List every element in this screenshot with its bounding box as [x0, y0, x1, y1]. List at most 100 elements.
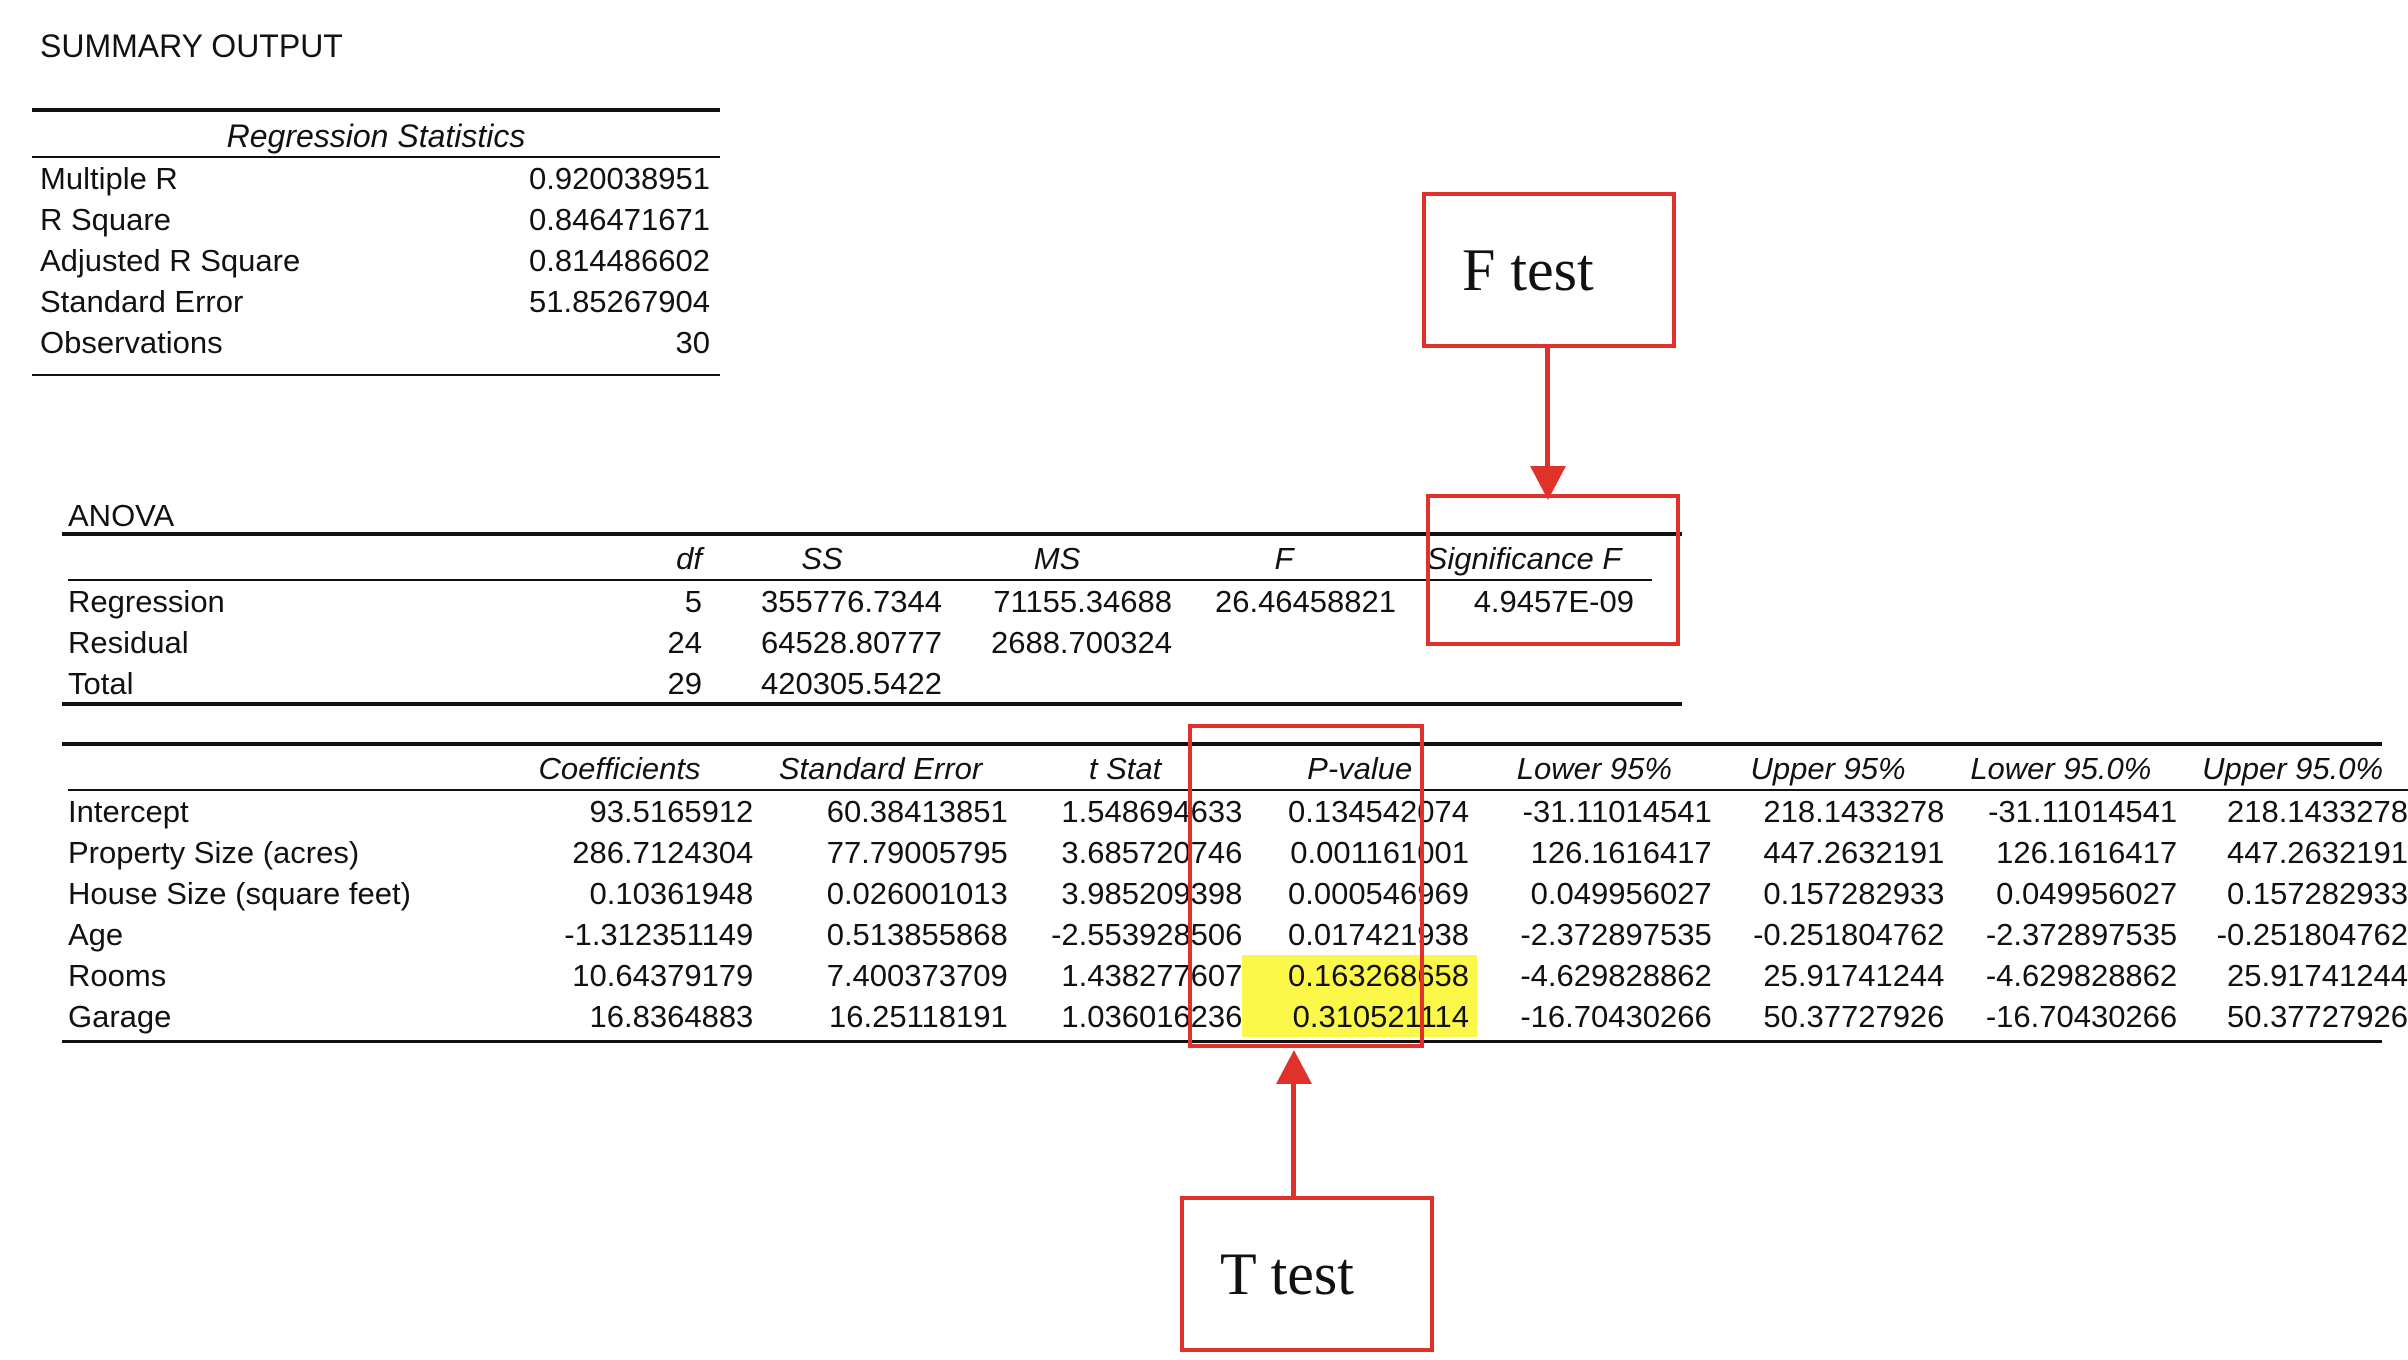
anova-title: ANOVA	[68, 498, 175, 533]
coef-header: Upper 95%	[1750, 750, 1906, 786]
coef-cell: -0.251804762	[2216, 916, 2408, 952]
coef-cell: 3.685720746	[1061, 834, 1243, 870]
coef-cell: 50.37727926	[2226, 998, 2408, 1034]
coef-header: Standard Error	[778, 750, 983, 786]
anova-header-row: df SS MS F Significance F	[68, 538, 1652, 580]
anova-cell: 2688.700324	[990, 624, 1172, 660]
coef-header: P-value	[1307, 750, 1413, 786]
p-value-highlight-box	[1188, 724, 1424, 1048]
anova-cell: 5	[684, 583, 702, 619]
p-value-cell: 0.134542074	[1287, 793, 1470, 829]
coef-cell: 0.157282933	[1763, 875, 1945, 911]
reg-stats-bottom-rule	[32, 374, 720, 376]
p-value-cell-highlighted: 0.310521114	[1242, 996, 1478, 1037]
reg-stats-header: Regression Statistics	[226, 118, 526, 154]
coef-cell: -4.629828862	[1520, 957, 1712, 993]
coef-cell: -31.11014541	[1522, 793, 1712, 829]
coef-cell: 25.91741244	[1763, 957, 1945, 993]
reg-stat-value: 0.920038951	[528, 160, 710, 196]
table-row: Residual 24 64528.80777 2688.700324	[68, 622, 1652, 663]
reg-stat-label: R Square	[40, 201, 171, 237]
p-value-cell: 0.001161001	[1290, 834, 1470, 870]
table-row: Garage 16.8364883 16.25118191 1.03601623…	[68, 996, 2408, 1037]
table-row: Total 29 420305.5422	[68, 663, 1652, 704]
reg-stat-value: 0.814486602	[528, 242, 710, 278]
coef-cell: 10.64379179	[572, 957, 754, 993]
anova-cell: Total	[68, 665, 134, 701]
reg-stats-table: Multiple R 0.920038951 R Square 0.846471…	[40, 158, 710, 363]
coef-cell: 60.38413851	[826, 793, 1008, 829]
coef-cell: -4.629828862	[1985, 957, 2178, 993]
p-value-cell: 0.000546969	[1287, 875, 1470, 911]
f-test-arrow-head-icon	[1530, 466, 1566, 500]
coef-top-rule	[62, 742, 2382, 746]
coef-cell: -2.372897535	[1985, 916, 2178, 952]
coef-cell: -0.251804762	[1753, 916, 1945, 952]
reg-stat-label: Standard Error	[40, 283, 244, 319]
coef-cell: 218.1433278	[2226, 793, 2408, 829]
coef-cell: Intercept	[68, 793, 189, 829]
coef-cell: Garage	[68, 998, 172, 1034]
anova-cell: 24	[667, 624, 702, 660]
anova-cell: 26.46458821	[1214, 583, 1396, 619]
reg-stats-top-rule	[32, 108, 720, 112]
table-row: Adjusted R Square 0.814486602	[40, 240, 710, 281]
coef-header-row: Coefficients Standard Error t Stat P-val…	[68, 748, 2408, 790]
coef-header: Coefficients	[538, 750, 701, 786]
coef-cell: -2.553928506	[1051, 916, 1243, 952]
anova-cell	[1172, 663, 1396, 704]
coef-cell: 286.7124304	[572, 834, 754, 870]
f-test-label-box	[1422, 192, 1676, 348]
f-test-arrow-line	[1545, 348, 1550, 472]
table-row: R Square 0.846471671	[40, 199, 710, 240]
table-row: House Size (square feet) 0.10361948 0.02…	[68, 873, 2408, 914]
coef-cell: 0.157282933	[2226, 875, 2408, 911]
coef-cell: 1.438277607	[1061, 957, 1243, 993]
coef-cell: 50.37727926	[1763, 998, 1945, 1034]
coef-cell: -16.70430266	[1520, 998, 1712, 1034]
coef-cell: -2.372897535	[1520, 916, 1712, 952]
anova-cell: 4.9457E-09	[1473, 583, 1634, 619]
anova-cell	[942, 663, 1172, 704]
anova-cell: Residual	[68, 624, 189, 660]
coef-cell: 218.1433278	[1763, 793, 1945, 829]
coef-cell: 126.1616417	[1530, 834, 1712, 870]
coef-cell: -1.312351149	[564, 916, 754, 952]
table-row: Multiple R 0.920038951	[40, 158, 710, 199]
reg-stat-value: 0.846471671	[528, 201, 710, 237]
coef-cell: 77.79005795	[826, 834, 1008, 870]
table-row: Regression 5 355776.7344 71155.34688 26.…	[68, 580, 1652, 622]
coef-cell: Age	[68, 916, 124, 952]
coef-cell: 0.026001013	[826, 875, 1008, 911]
anova-header: MS	[1033, 540, 1081, 576]
coef-header: t Stat	[1088, 750, 1162, 786]
reg-stat-label: Observations	[40, 324, 223, 360]
coef-cell: -31.11014541	[1988, 793, 2178, 829]
t-test-label-box	[1180, 1196, 1434, 1352]
reg-stat-label: Adjusted R Square	[40, 242, 301, 278]
coef-cell: 126.1616417	[1996, 834, 2178, 870]
table-row: Observations 30	[40, 322, 710, 363]
anova-top-rule	[62, 532, 1682, 536]
coef-header: Upper 95.0%	[2202, 750, 2384, 786]
anova-header: F	[1274, 540, 1294, 576]
reg-stat-value: 30	[675, 324, 710, 360]
anova-cell: 64528.80777	[760, 624, 942, 660]
coef-cell: 25.91741244	[2226, 957, 2408, 993]
anova-header: SS	[801, 540, 843, 576]
summary-output-title: SUMMARY OUTPUT	[40, 28, 343, 64]
f-test-label: F test	[1462, 237, 1594, 303]
coef-bottom-rule	[62, 1040, 2382, 1043]
coef-header: Lower 95.0%	[1970, 750, 2152, 786]
significance-f-highlight-box	[1426, 494, 1680, 646]
coef-cell: 16.8364883	[589, 998, 754, 1034]
coef-cell: 447.2632191	[1763, 834, 1945, 870]
coef-cell: 1.548694633	[1061, 793, 1243, 829]
coef-cell: 0.513855868	[826, 916, 1008, 952]
table-row: Standard Error 51.85267904	[40, 281, 710, 322]
coef-cell: 3.985209398	[1061, 875, 1243, 911]
coef-cell: 93.5165912	[589, 793, 754, 829]
coef-cell: 1.036016236	[1061, 998, 1243, 1034]
anova-header: Significance F	[1426, 540, 1622, 576]
p-value-cell: 0.017421938	[1287, 916, 1470, 952]
